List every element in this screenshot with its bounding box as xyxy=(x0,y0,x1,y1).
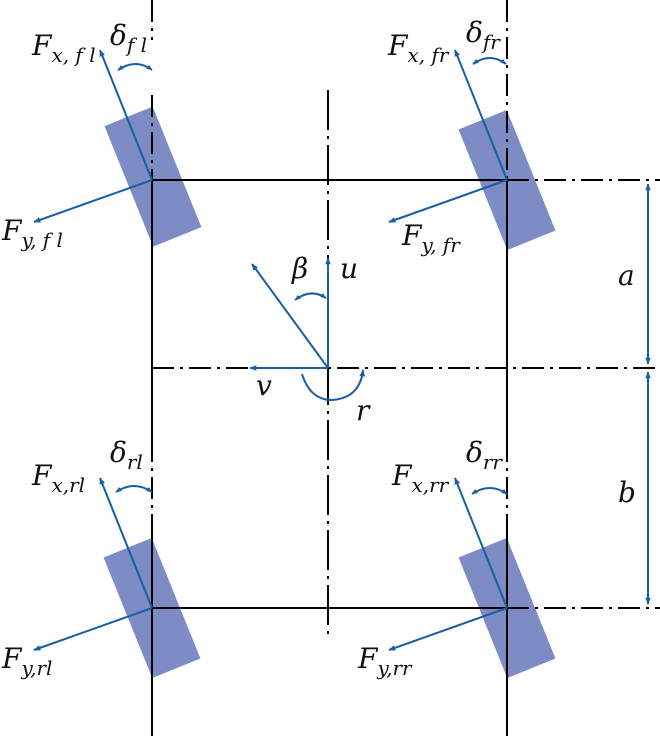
fx-rr-arrow xyxy=(454,477,508,609)
label-r: r xyxy=(356,394,371,427)
label-delta-fr: δfr xyxy=(466,16,501,54)
delta-rr-arc xyxy=(471,487,508,495)
label-v: v xyxy=(256,369,272,402)
fy-rl-arrow xyxy=(33,607,153,651)
fx-fr-arrow xyxy=(454,49,508,181)
delta-fr-arc xyxy=(472,57,507,65)
tires xyxy=(103,106,556,679)
label-b: b xyxy=(618,476,636,509)
label-a: a xyxy=(618,259,635,292)
label-fy-fr: Fy, fr xyxy=(401,219,461,257)
label-fy-fl: Fy, f l xyxy=(1,214,63,252)
label-fx-rr: Fx,rr xyxy=(391,459,450,497)
fx-rl-arrow xyxy=(99,477,153,609)
label-fy-rr: Fy,rr xyxy=(357,642,413,680)
fx-fl-arrow xyxy=(99,49,153,181)
fy-rr-arrow xyxy=(388,607,508,651)
fy-fl-arrow xyxy=(33,179,153,223)
label-delta-rr: δrr xyxy=(466,436,503,474)
label-fx-rl: Fx,rl xyxy=(31,459,85,497)
beta-arc xyxy=(294,292,327,301)
label-fy-rl: Fy,rl xyxy=(1,642,52,680)
force-arrows xyxy=(33,49,508,651)
label-delta-fl: δf l xyxy=(110,19,147,57)
delta-fl-arc xyxy=(117,63,153,71)
velocity-arrow xyxy=(251,263,329,369)
label-beta: β xyxy=(291,252,308,285)
delta-rl-arc xyxy=(115,485,153,493)
label-u: u xyxy=(340,252,358,285)
label-delta-rl: δrl xyxy=(110,436,143,474)
frame-lines xyxy=(150,0,660,736)
labels: Fx, f l δf l Fy, f l Fx, fr δfr Fy, fr β… xyxy=(1,16,636,680)
label-fx-fr: Fx, fr xyxy=(387,29,450,67)
fy-fr-arrow xyxy=(388,179,508,223)
yaw-rate-arc xyxy=(301,369,366,402)
label-fx-fl: Fx, f l xyxy=(31,29,96,67)
